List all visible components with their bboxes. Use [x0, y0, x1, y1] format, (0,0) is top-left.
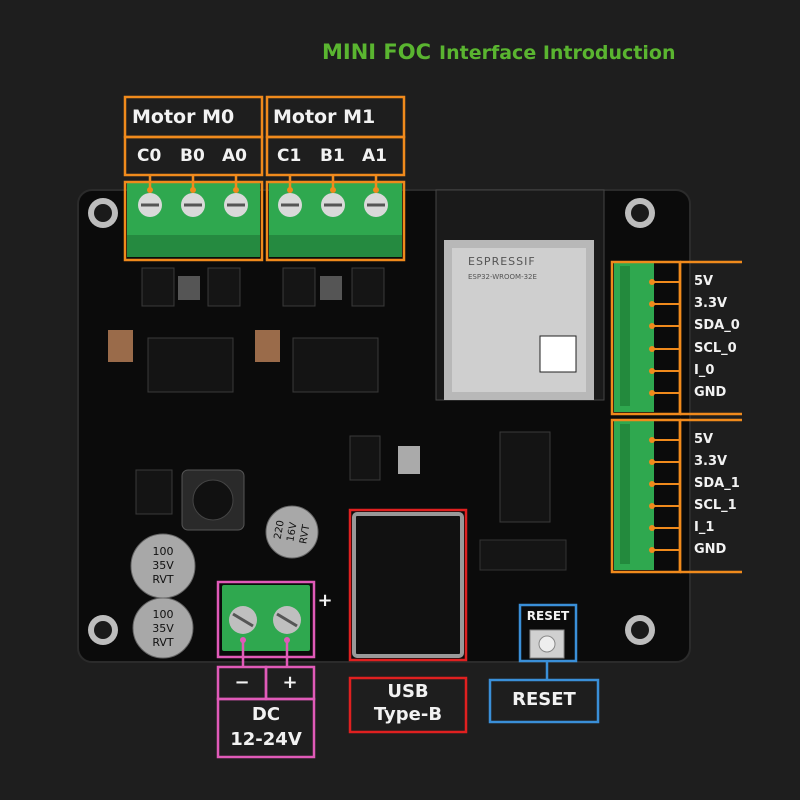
cap1-line1: 100	[153, 545, 174, 558]
header0-pin-5v: 5V	[694, 274, 714, 289]
header0-pin-i: I_0	[694, 363, 715, 378]
mounting-holes	[88, 198, 655, 645]
board-plus-mark: +	[317, 590, 333, 611]
usb-label-line2: Type-B	[373, 704, 443, 725]
cap3-line2: 16V	[285, 521, 299, 542]
header1-pin-gnd: GND	[694, 542, 727, 557]
motor-m1-header: Motor M1	[273, 106, 376, 128]
cap1-line3: RVT	[152, 573, 174, 586]
header-pin-lines	[652, 281, 680, 551]
chip-brand: ESPRESSIF	[468, 255, 536, 268]
header0-pin-3v3: 3.3V	[694, 296, 728, 311]
chip-model: ESP32-WROOM-32E	[468, 273, 537, 281]
header-label-frames	[610, 260, 742, 574]
dc-label-line2: 12-24V	[230, 729, 302, 750]
header1-pin-sda: SDA_1	[694, 476, 740, 491]
dc-terminal	[222, 585, 310, 651]
dc-pin-dots	[240, 637, 290, 643]
page-title: MINI FOC Interface Introduction	[322, 40, 675, 65]
reset-label-frames	[488, 603, 600, 724]
cap2-line3: RVT	[152, 636, 174, 649]
header0-pin-gnd: GND	[694, 385, 727, 400]
title-part2: Interface Introduction	[439, 42, 676, 64]
motor-m1-pin-a1: A1	[362, 146, 387, 166]
usb-label-line1: USB	[387, 681, 429, 702]
motor-m1-pin-c1: C1	[277, 146, 302, 166]
motor-m0-pin-c0: C0	[137, 146, 162, 166]
motor-label-frames	[123, 95, 406, 262]
reset-label: RESET	[512, 689, 576, 710]
cap3-line1: 220	[273, 519, 287, 540]
header1-pin-scl: SCL_1	[694, 498, 737, 513]
motor-m0-terminal	[127, 182, 260, 257]
dc-plus-label: +	[282, 672, 298, 693]
esp32-module	[435, 189, 605, 401]
header0-pin-sda: SDA_0	[694, 318, 740, 333]
usb-label-frames	[348, 508, 468, 734]
cap1-line2: 35V	[152, 559, 174, 572]
motor-pin-dots	[147, 187, 379, 193]
header1-pin-5v: 5V	[694, 432, 714, 447]
header1-pin-3v3: 3.3V	[694, 454, 728, 469]
motor-m0-pin-b0: B0	[180, 146, 205, 166]
motor-m0-header: Motor M0	[132, 106, 235, 128]
cap3-line3: RVT	[298, 523, 312, 545]
misc-components	[135, 431, 567, 571]
driver-ics	[108, 330, 379, 393]
mosfet-row	[141, 267, 385, 307]
cap2-line1: 100	[153, 608, 174, 621]
dc-label-line1: DC	[251, 704, 281, 725]
reset-button-part	[529, 629, 565, 659]
motor-m0-pin-a0: A0	[222, 146, 247, 166]
pin-header-connectors	[614, 262, 654, 570]
motor-m1-terminal	[269, 182, 402, 257]
dc-minus-label: −	[234, 672, 250, 693]
header-pin-dots	[649, 279, 655, 553]
title-part1: MINI FOC	[322, 40, 432, 64]
cap2-line2: 35V	[152, 622, 174, 635]
reset-button-text: RESET	[526, 609, 570, 623]
usb-connector	[352, 512, 464, 658]
dc-label-frames	[216, 580, 316, 759]
capacitor-bodies	[130, 505, 319, 659]
header0-pin-scl: SCL_0	[694, 341, 737, 356]
header1-pin-i: I_1	[694, 520, 715, 535]
motor-m1-pin-b1: B1	[320, 146, 345, 166]
